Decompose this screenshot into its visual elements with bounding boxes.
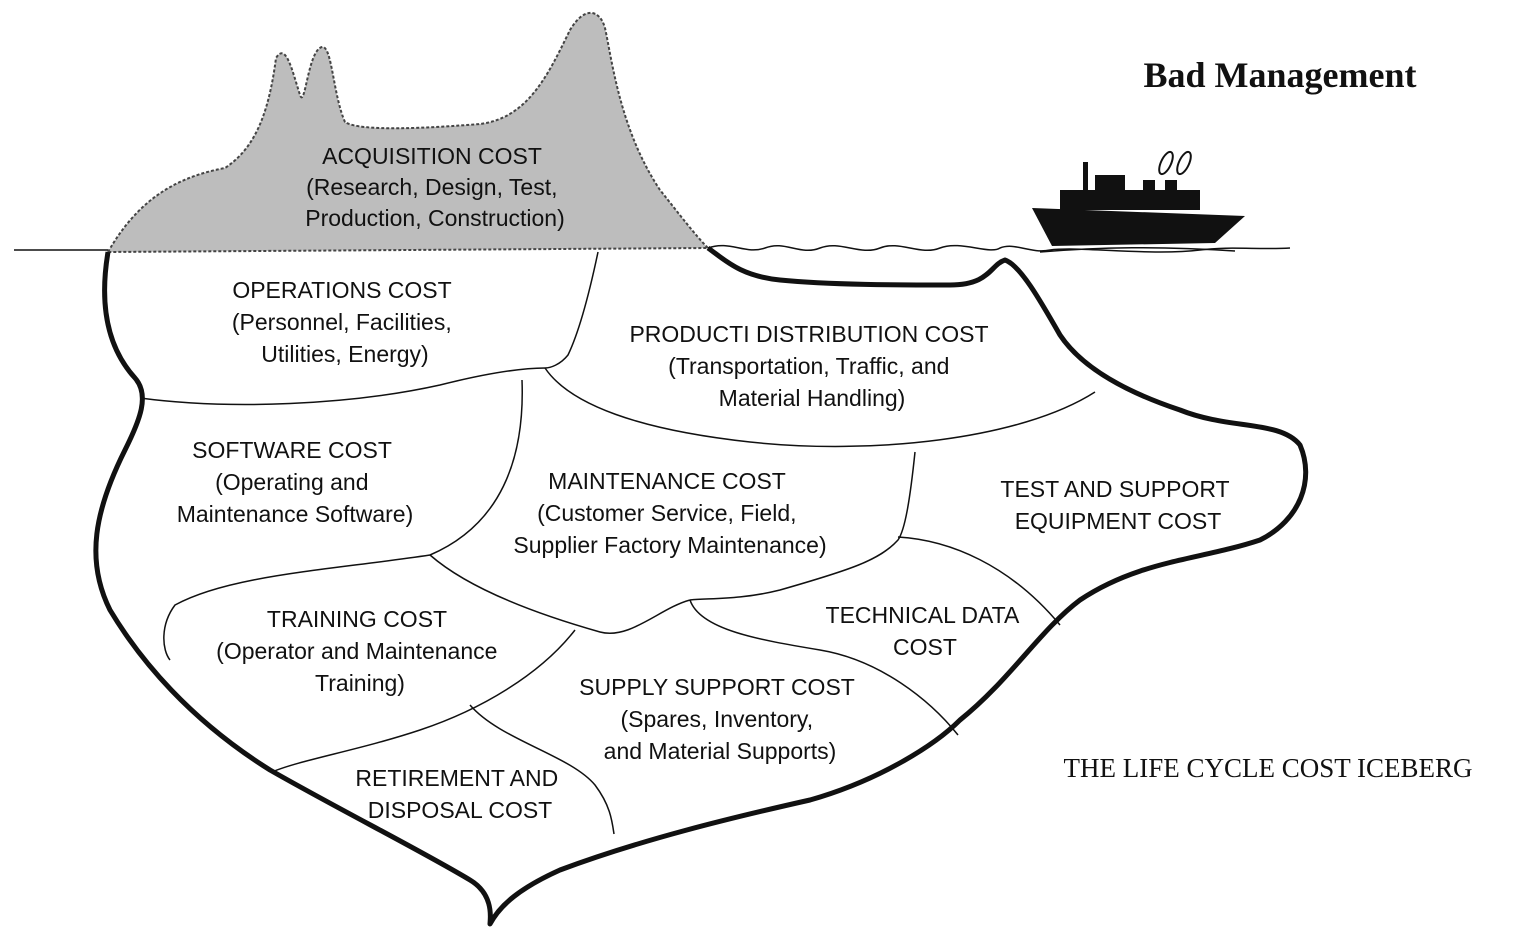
divider-software-training bbox=[163, 554, 431, 661]
region-dividers bbox=[139, 251, 1096, 835]
divider-operations-distribution bbox=[544, 251, 599, 369]
region-test-support-label: TEST AND SUPPORT EQUIPMENT COST bbox=[1000, 476, 1235, 534]
region-distribution-label: PRODUCTI DISTRIBUTION COST (Transportati… bbox=[629, 321, 994, 411]
region-software-label: SOFTWARE COST (Operating and Maintenance… bbox=[177, 437, 414, 527]
region-supply-support-label: SUPPLY SUPPORT COST (Spares, Inventory, … bbox=[579, 674, 861, 764]
region-maintenance-label: MAINTENANCE COST (Customer Service, Fiel… bbox=[513, 468, 826, 558]
region-operations-label: OPERATIONS COST (Personnel, Facilities, … bbox=[232, 277, 458, 367]
divider-software-maintenance bbox=[429, 379, 523, 556]
divider-training-supply bbox=[271, 629, 576, 773]
region-technical-data-label: TECHNICAL DATA COST bbox=[826, 602, 1025, 660]
diagram-caption: THE LIFE CYCLE COST ICEBERG bbox=[1063, 753, 1472, 783]
divider-maintenance-test bbox=[689, 451, 916, 601]
region-acquisition-label: ACQUISITION COST (Research, Design, Test… bbox=[305, 143, 565, 231]
divider-test-technical bbox=[897, 536, 1061, 626]
divider-technical-supply bbox=[689, 599, 959, 736]
diagram-title: Bad Management bbox=[1144, 55, 1417, 95]
ship-icon bbox=[1032, 150, 1245, 253]
divider-retirement-supply bbox=[469, 704, 615, 835]
divider-operations-software bbox=[139, 367, 546, 406]
iceberg-underwater-outline bbox=[93, 245, 1309, 927]
divider-maintenance-training bbox=[429, 554, 691, 634]
region-training-label: TRAINING COST (Operator and Maintenance … bbox=[216, 606, 504, 696]
region-retirement-label: RETIREMENT AND DISPOSAL COST bbox=[355, 765, 564, 823]
divider-distribution-bottom bbox=[544, 367, 1096, 448]
water-line bbox=[14, 244, 1291, 253]
iceberg-tip bbox=[106, 11, 711, 254]
